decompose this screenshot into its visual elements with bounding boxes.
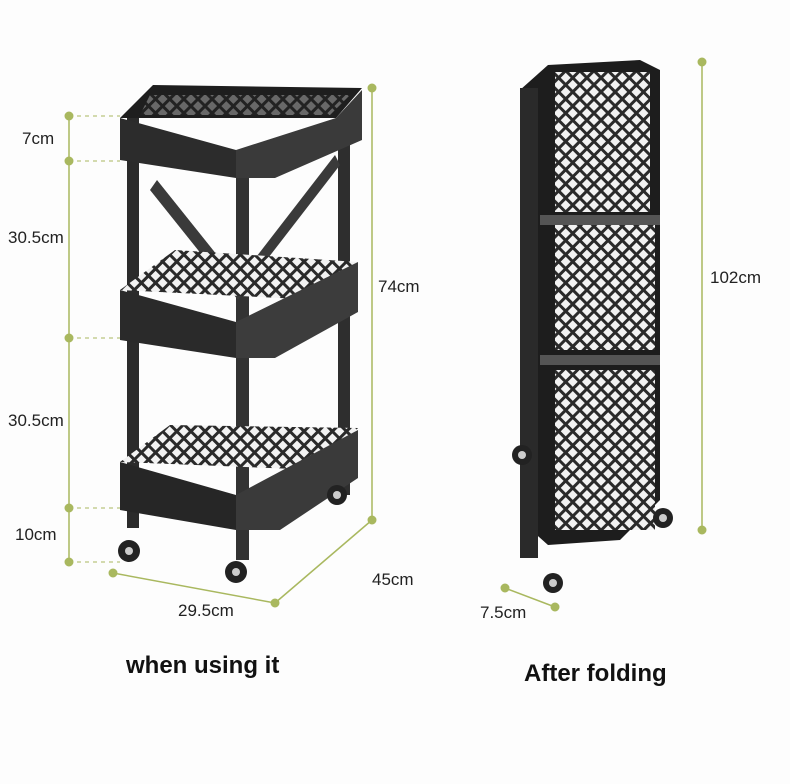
total-height-label: 74cm [378,277,420,296]
using-caption: when using it [126,652,280,679]
open-cart [118,85,362,583]
wheel-height-label: 10cm [15,525,57,544]
width-label: 29.5cm [178,601,234,620]
upper-gap-height-label: 30.5cm [8,228,64,247]
folded-cart [512,60,673,593]
dimension-lines [64,57,707,612]
lower-gap-height-label: 30.5cm [8,411,64,430]
folded-height-label: 102cm [710,268,762,287]
folded-caption: After folding [524,660,667,687]
depth-label: 45cm [372,570,414,589]
top-basket-height-label: 7cm [22,129,55,148]
folded-thickness-label: 7.5cm [480,603,527,622]
